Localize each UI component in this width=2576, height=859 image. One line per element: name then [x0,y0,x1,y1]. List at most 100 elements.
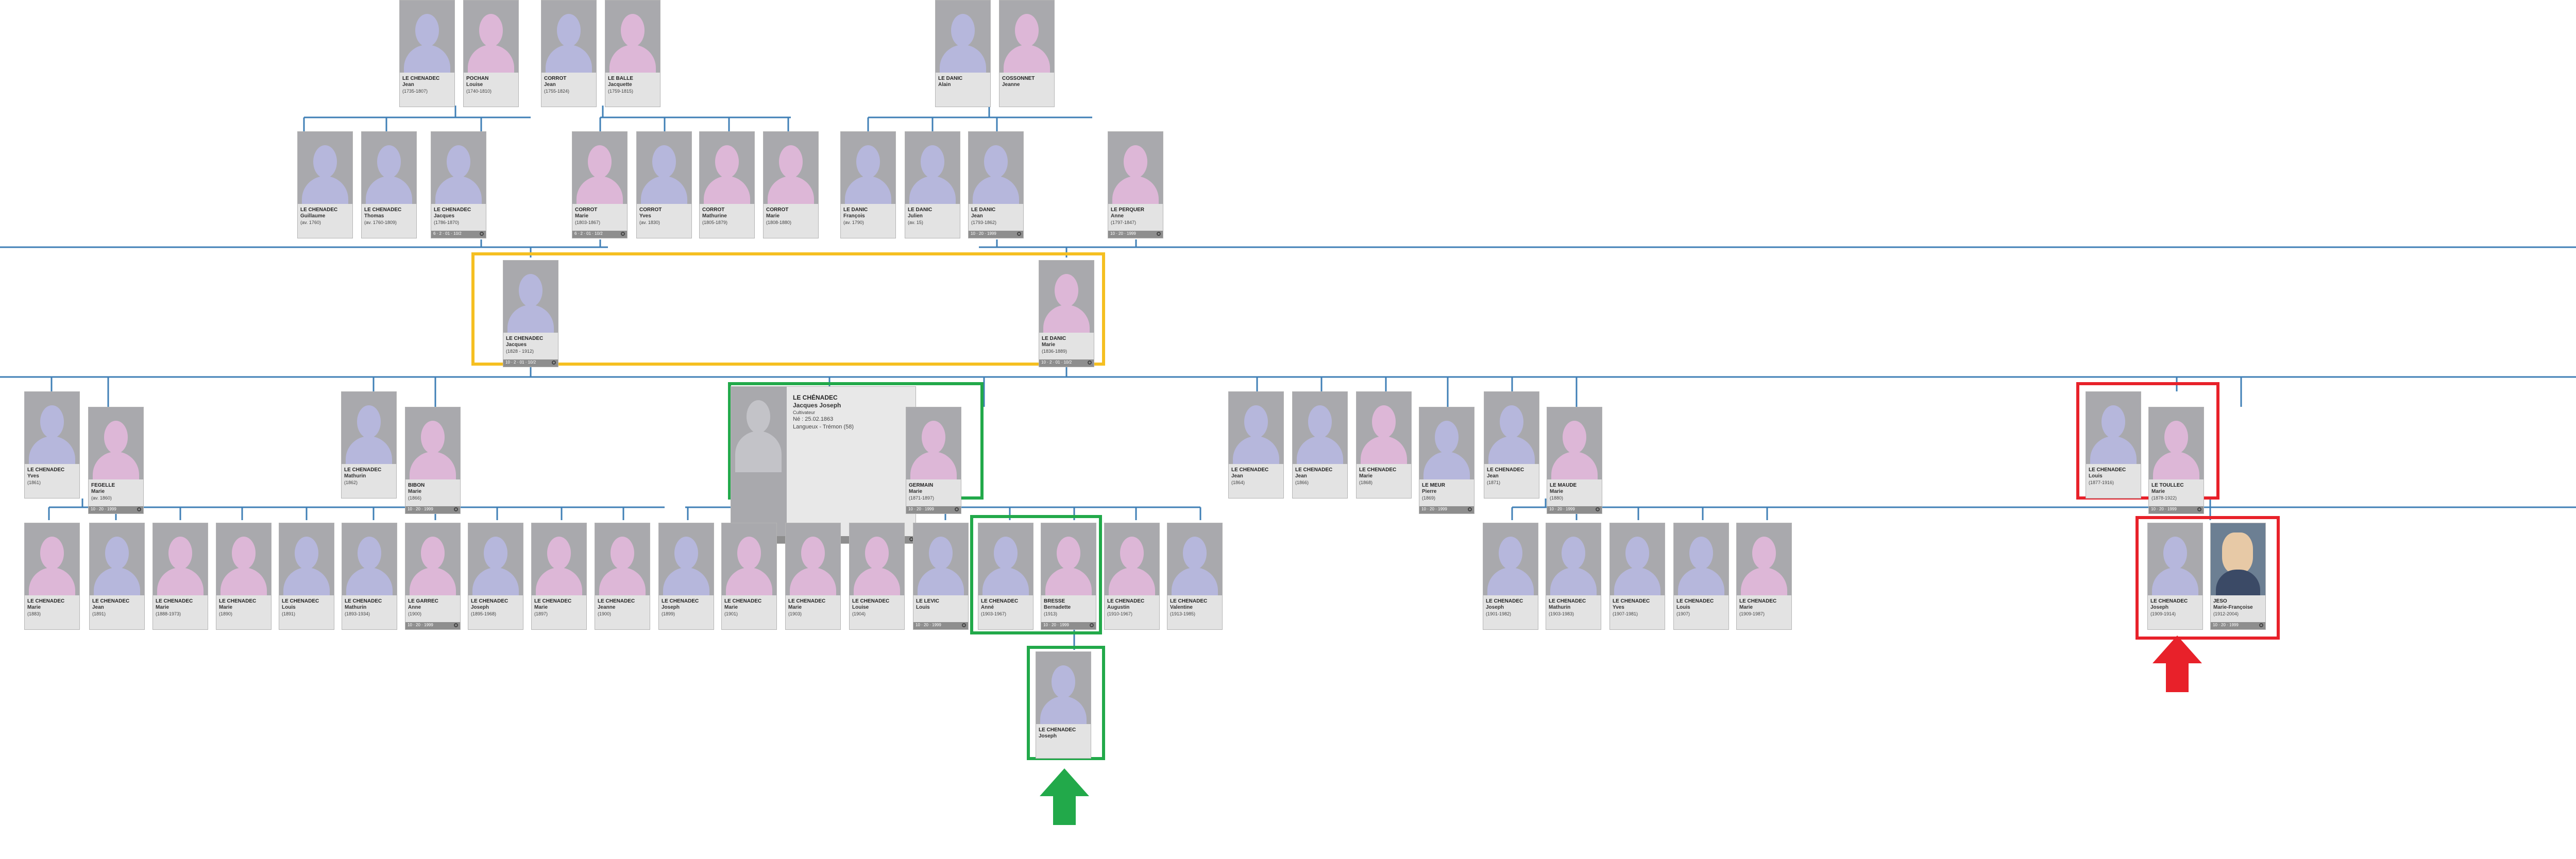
person-surname: LE DANIC [843,207,868,213]
card-footer-text: 10 · 20 · 1999 [1549,507,1575,511]
card-footer-text: 10 · 20 · 1999 [408,623,433,627]
person-given-name: Joseph [1486,605,1504,610]
search-icon[interactable] [955,507,959,511]
search-icon[interactable] [480,232,484,236]
person-dates: (1869) [1422,495,1436,501]
silhouette-icon [25,523,79,595]
person-given-name: Julien [908,213,923,219]
search-icon[interactable] [552,360,556,365]
search-icon[interactable] [2197,507,2201,511]
search-icon[interactable] [137,507,141,511]
search-icon[interactable] [1157,232,1161,236]
person-dates: (1755-1824) [544,89,570,94]
focus-couple-frame [471,252,1105,366]
person-surname: LE CHENADEC [364,207,402,213]
search-icon[interactable] [621,232,625,236]
person-surname: GERMAIN [909,483,934,488]
person-surname: LE CHENADEC [156,598,193,604]
search-icon[interactable] [1596,507,1600,511]
person-given-name: Mathurine [702,213,727,219]
search-icon[interactable] [1090,623,1094,627]
person-given-name: Marie [909,489,923,494]
search-icon[interactable] [1088,360,1092,365]
person-dates: (1877-1916) [2089,480,2114,485]
person-surname: COSSONNET [1002,76,1035,81]
person-surname: LE CHENADEC [1487,467,1524,473]
search-icon[interactable] [454,507,458,511]
person-surname: LE CHENADEC [471,598,509,604]
person-dates: (1786-1870) [434,220,460,225]
search-icon[interactable] [454,623,458,627]
person-dates: (1735-1807) [402,89,428,94]
person-dates: (1900) [408,611,422,616]
search-icon[interactable] [1017,232,1021,236]
card-footer-text: 10 · 20 · 1999 [408,507,433,511]
search-icon[interactable] [1468,507,1472,511]
search-icon[interactable] [962,623,966,627]
search-icon[interactable] [2259,623,2263,627]
silhouette-icon [541,1,596,73]
person-given-name: Jacques [506,342,527,348]
